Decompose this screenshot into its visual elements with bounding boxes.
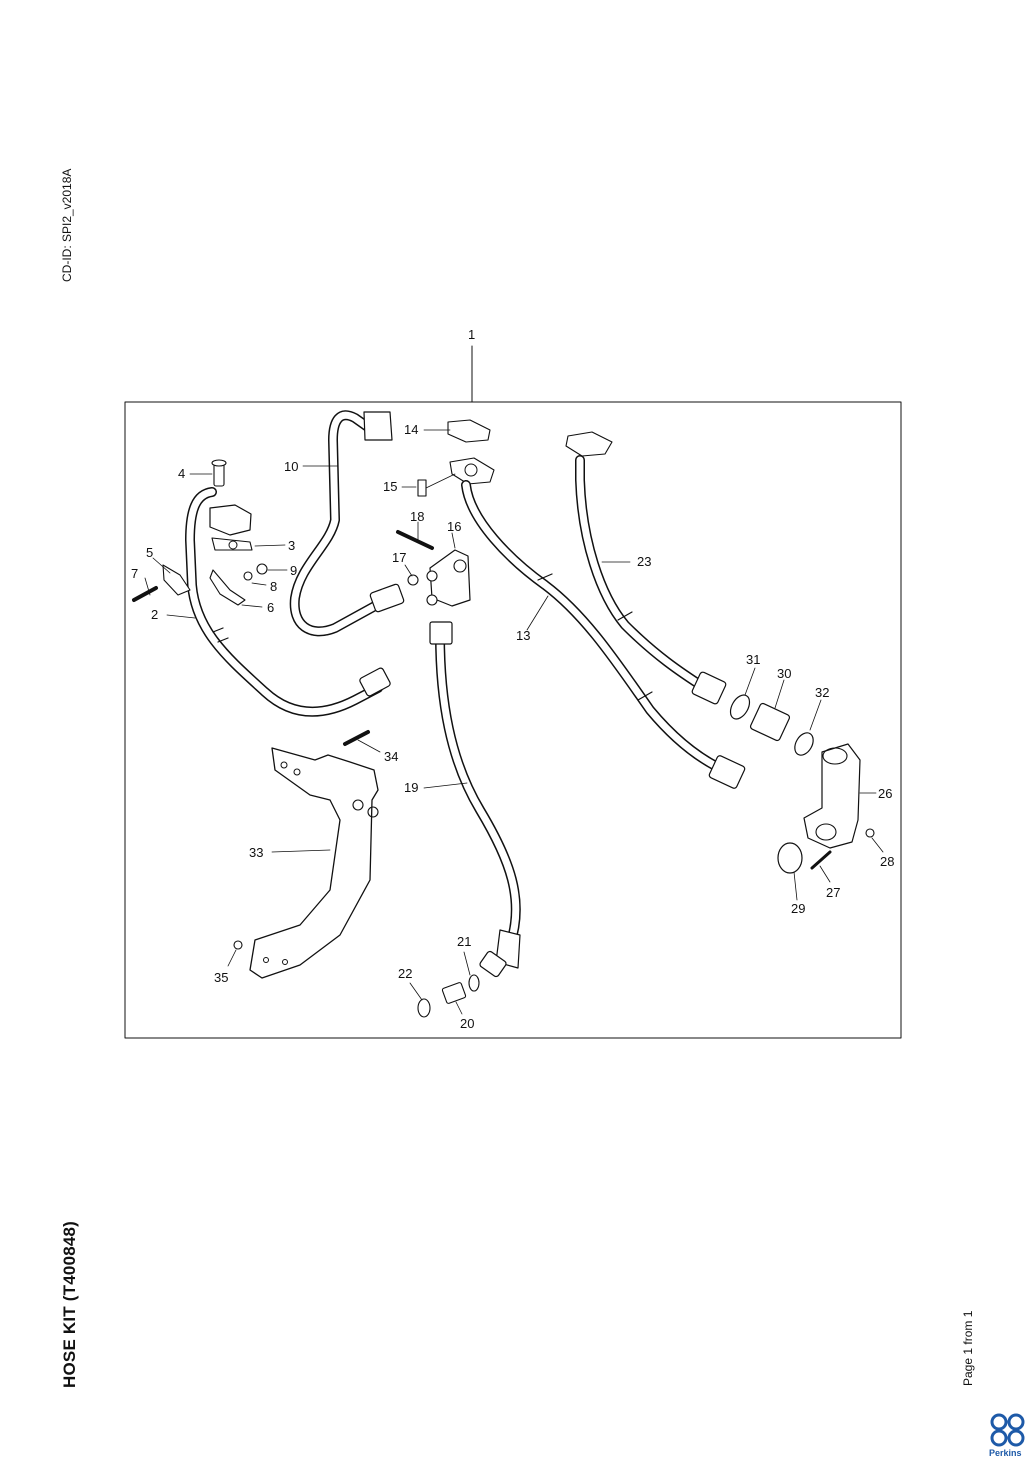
callout-labels: 1 2 3 4 5 6 7 8 9 10 13 14 15 16 17 18 1… bbox=[131, 327, 894, 1031]
callout-1: 1 bbox=[468, 327, 475, 342]
callout-3: 3 bbox=[288, 538, 295, 553]
callout-35: 35 bbox=[214, 970, 228, 985]
flange-and-bolt bbox=[209, 459, 253, 551]
callout-10: 10 bbox=[284, 459, 298, 474]
callout-33: 33 bbox=[249, 845, 263, 860]
callout-17: 17 bbox=[392, 550, 406, 565]
callout-14: 14 bbox=[404, 422, 418, 437]
diagram-frame bbox=[124, 401, 902, 1039]
hose-13 bbox=[447, 419, 746, 789]
hose-19 bbox=[417, 621, 521, 1018]
callout-leaders bbox=[144, 429, 884, 1015]
callout-18: 18 bbox=[410, 509, 424, 524]
callout-28: 28 bbox=[880, 854, 894, 869]
callout-34: 34 bbox=[384, 749, 398, 764]
callout-15: 15 bbox=[383, 479, 397, 494]
bracket-33 bbox=[233, 730, 379, 979]
callout-31: 31 bbox=[746, 652, 760, 667]
tee-fitting bbox=[396, 479, 471, 607]
callout-13: 13 bbox=[516, 628, 530, 643]
callout-27: 27 bbox=[826, 885, 840, 900]
callout-19: 19 bbox=[404, 780, 418, 795]
brand-name: Perkins bbox=[989, 1448, 1022, 1458]
callout-23: 23 bbox=[637, 554, 651, 569]
callout-9: 9 bbox=[290, 563, 297, 578]
adapter-fittings bbox=[729, 694, 814, 756]
callout-22: 22 bbox=[398, 966, 412, 981]
callout-5: 5 bbox=[146, 545, 153, 560]
callout-8: 8 bbox=[270, 579, 277, 594]
callout-21: 21 bbox=[457, 934, 471, 949]
callout-4: 4 bbox=[178, 466, 185, 481]
callout-2: 2 bbox=[151, 607, 158, 622]
callout-29: 29 bbox=[791, 901, 805, 916]
hose-10 bbox=[289, 410, 405, 637]
perkins-logo-icon bbox=[990, 1413, 1025, 1447]
hose-2 bbox=[185, 487, 391, 717]
callout-30: 30 bbox=[777, 666, 791, 681]
callout-20: 20 bbox=[460, 1016, 474, 1031]
callout-7: 7 bbox=[131, 566, 138, 581]
callout-16: 16 bbox=[447, 519, 461, 534]
elbow-26 bbox=[777, 743, 875, 874]
callout-32: 32 bbox=[815, 685, 829, 700]
callout-6: 6 bbox=[267, 600, 274, 615]
callout-26: 26 bbox=[878, 786, 892, 801]
clips-and-fasteners bbox=[132, 563, 268, 606]
hose-23 bbox=[565, 431, 727, 705]
